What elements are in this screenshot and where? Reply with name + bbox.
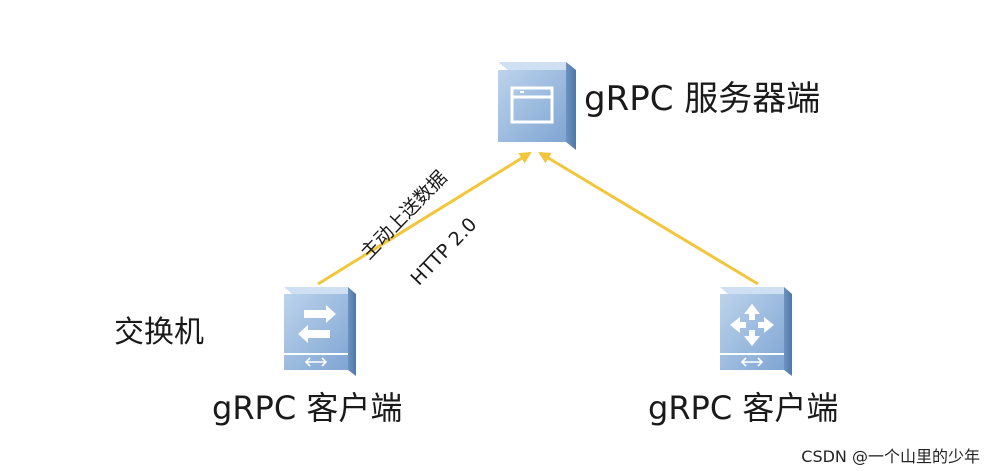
client-left-label: gRPC 客户端	[212, 389, 403, 427]
server-label: gRPC 服务器端	[584, 79, 821, 119]
watermark: CSDN @一个山里的少年	[801, 447, 980, 466]
router-icon	[720, 287, 792, 376]
switch-icon	[284, 287, 356, 376]
switch-label: 交换机	[114, 315, 204, 350]
client-right-label: gRPC 客户端	[648, 389, 839, 427]
edge-left-arrow	[317, 151, 532, 286]
edge-right-arrow	[538, 151, 759, 286]
server-icon	[498, 62, 576, 150]
